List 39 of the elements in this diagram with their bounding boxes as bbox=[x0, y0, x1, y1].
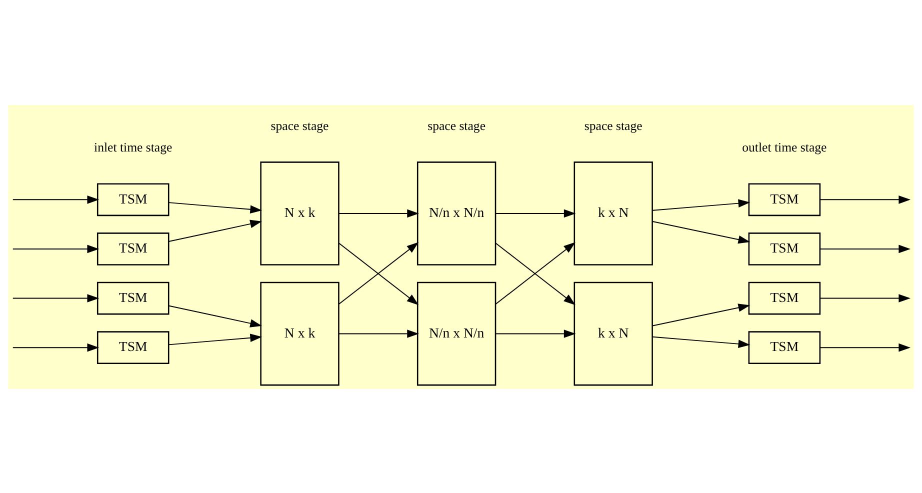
label: outlet time stage bbox=[742, 140, 827, 154]
node-box: TSM bbox=[748, 281, 821, 314]
arrow bbox=[652, 336, 750, 348]
arrow bbox=[338, 208, 419, 218]
node-box: N x k bbox=[260, 281, 340, 386]
arrow bbox=[338, 329, 419, 338]
arrow bbox=[820, 294, 911, 302]
arrow bbox=[652, 198, 750, 210]
node-box: TSM bbox=[96, 182, 170, 216]
arrow bbox=[820, 195, 911, 204]
label: space stage bbox=[428, 118, 486, 133]
arrow bbox=[168, 202, 262, 214]
node-box: k x N bbox=[574, 161, 653, 265]
arrow bbox=[12, 294, 100, 302]
node-box: TSM bbox=[748, 182, 821, 216]
label: space stage bbox=[270, 118, 329, 133]
arrow bbox=[12, 342, 100, 352]
arrow bbox=[820, 342, 911, 352]
arrow bbox=[168, 219, 262, 242]
node-box: TSM bbox=[748, 232, 821, 265]
arrow bbox=[12, 244, 100, 253]
node-box: N/n x N/n bbox=[416, 281, 496, 386]
label: inlet time stage bbox=[94, 140, 172, 154]
node-box: k x N bbox=[574, 281, 653, 386]
arrow bbox=[652, 303, 750, 326]
node-box: TSM bbox=[748, 330, 821, 364]
node-box: TSM bbox=[96, 330, 170, 364]
label: space stage bbox=[584, 118, 642, 133]
arrow bbox=[168, 333, 262, 345]
node-box: N x k bbox=[260, 161, 340, 265]
arrow bbox=[12, 195, 100, 204]
node-box: TSM bbox=[96, 232, 170, 265]
arrow bbox=[495, 208, 576, 218]
arrow bbox=[168, 304, 262, 327]
node-box: TSM bbox=[96, 281, 170, 314]
node-box: N/n x N/n bbox=[416, 161, 496, 265]
arrow bbox=[652, 220, 750, 244]
arrow bbox=[820, 244, 911, 253]
arrow bbox=[495, 329, 576, 338]
